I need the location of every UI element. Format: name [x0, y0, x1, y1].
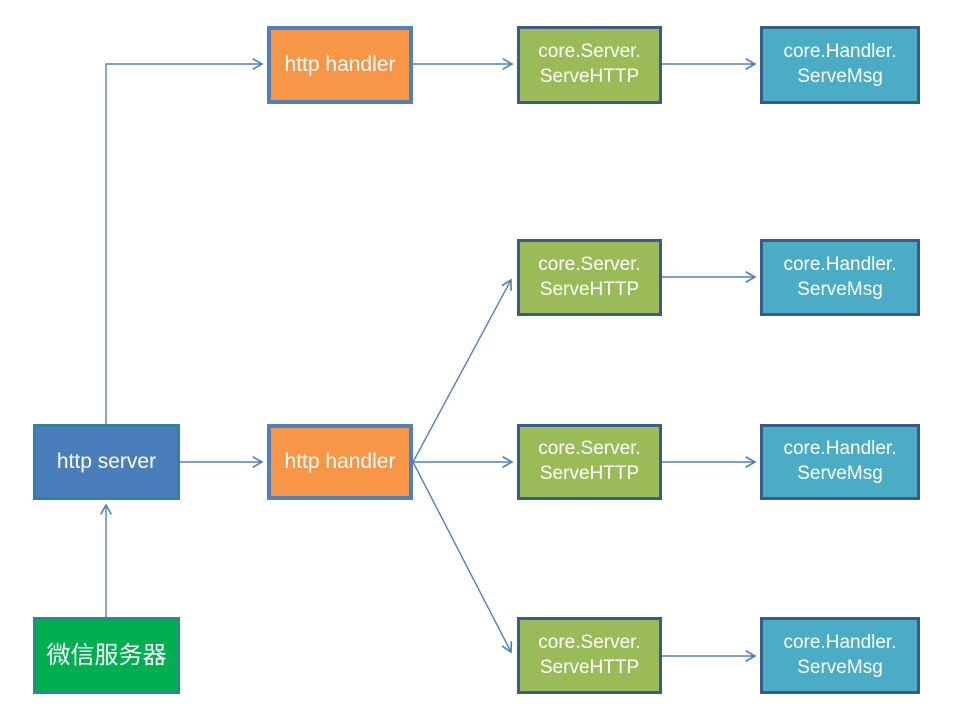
node-label: http handler — [284, 53, 396, 77]
node-label-line1: core.Server. — [538, 253, 641, 275]
node-label-line1: core.Handler. — [783, 631, 897, 653]
node-label-line2: ServeMsg — [797, 278, 883, 300]
connector-handler-mid-to-servehttp-2 — [412, 278, 513, 463]
node-label-line2: ServeHTTP — [539, 463, 640, 484]
node-label-line2: ServeHTTP — [539, 66, 640, 87]
node-label-line1: core.Handler. — [783, 438, 897, 460]
connector-server-to-handler-top — [105, 58, 264, 424]
node-wechat-server: 微信服务器 — [33, 617, 180, 694]
node-label: 微信服务器 — [46, 640, 167, 669]
node-label-line2: ServeMsg — [797, 66, 883, 87]
node-label-line1: core.Handler. — [783, 253, 897, 275]
node-label-line2: ServeMsg — [797, 656, 883, 678]
node-label-line2: ServeHTTP — [539, 656, 640, 678]
node-core-handler-servemsg-4: core.Handler. ServeMsg — [760, 617, 920, 694]
node-core-server-servehttp-1: core.Server. ServeHTTP — [517, 26, 662, 104]
node-label-line2: ServeMsg — [797, 463, 883, 484]
node-label: http handler — [284, 450, 396, 474]
node-label-line1: core.Server. — [538, 631, 641, 653]
connector-handler-mid-to-servehttp-4 — [412, 461, 513, 654]
node-core-server-servehttp-2: core.Server. ServeHTTP — [517, 239, 662, 316]
node-http-handler-mid: http handler — [267, 424, 413, 500]
node-http-server: http server — [33, 424, 180, 500]
node-label: http server — [56, 450, 157, 474]
node-http-handler-top: http handler — [267, 26, 413, 104]
node-core-handler-servemsg-2: core.Handler. ServeMsg — [760, 239, 920, 316]
node-core-handler-servemsg-1: core.Handler. ServeMsg — [760, 26, 920, 104]
node-core-server-servehttp-4: core.Server. ServeHTTP — [517, 617, 662, 694]
node-label-line1: core.Handler. — [783, 41, 897, 63]
node-core-handler-servemsg-3: core.Handler. ServeMsg — [760, 424, 920, 500]
node-label-line1: core.Server. — [538, 438, 641, 460]
node-label-line1: core.Server. — [538, 41, 641, 63]
node-core-server-servehttp-3: core.Server. ServeHTTP — [517, 424, 662, 500]
node-label-line2: ServeHTTP — [539, 278, 640, 300]
